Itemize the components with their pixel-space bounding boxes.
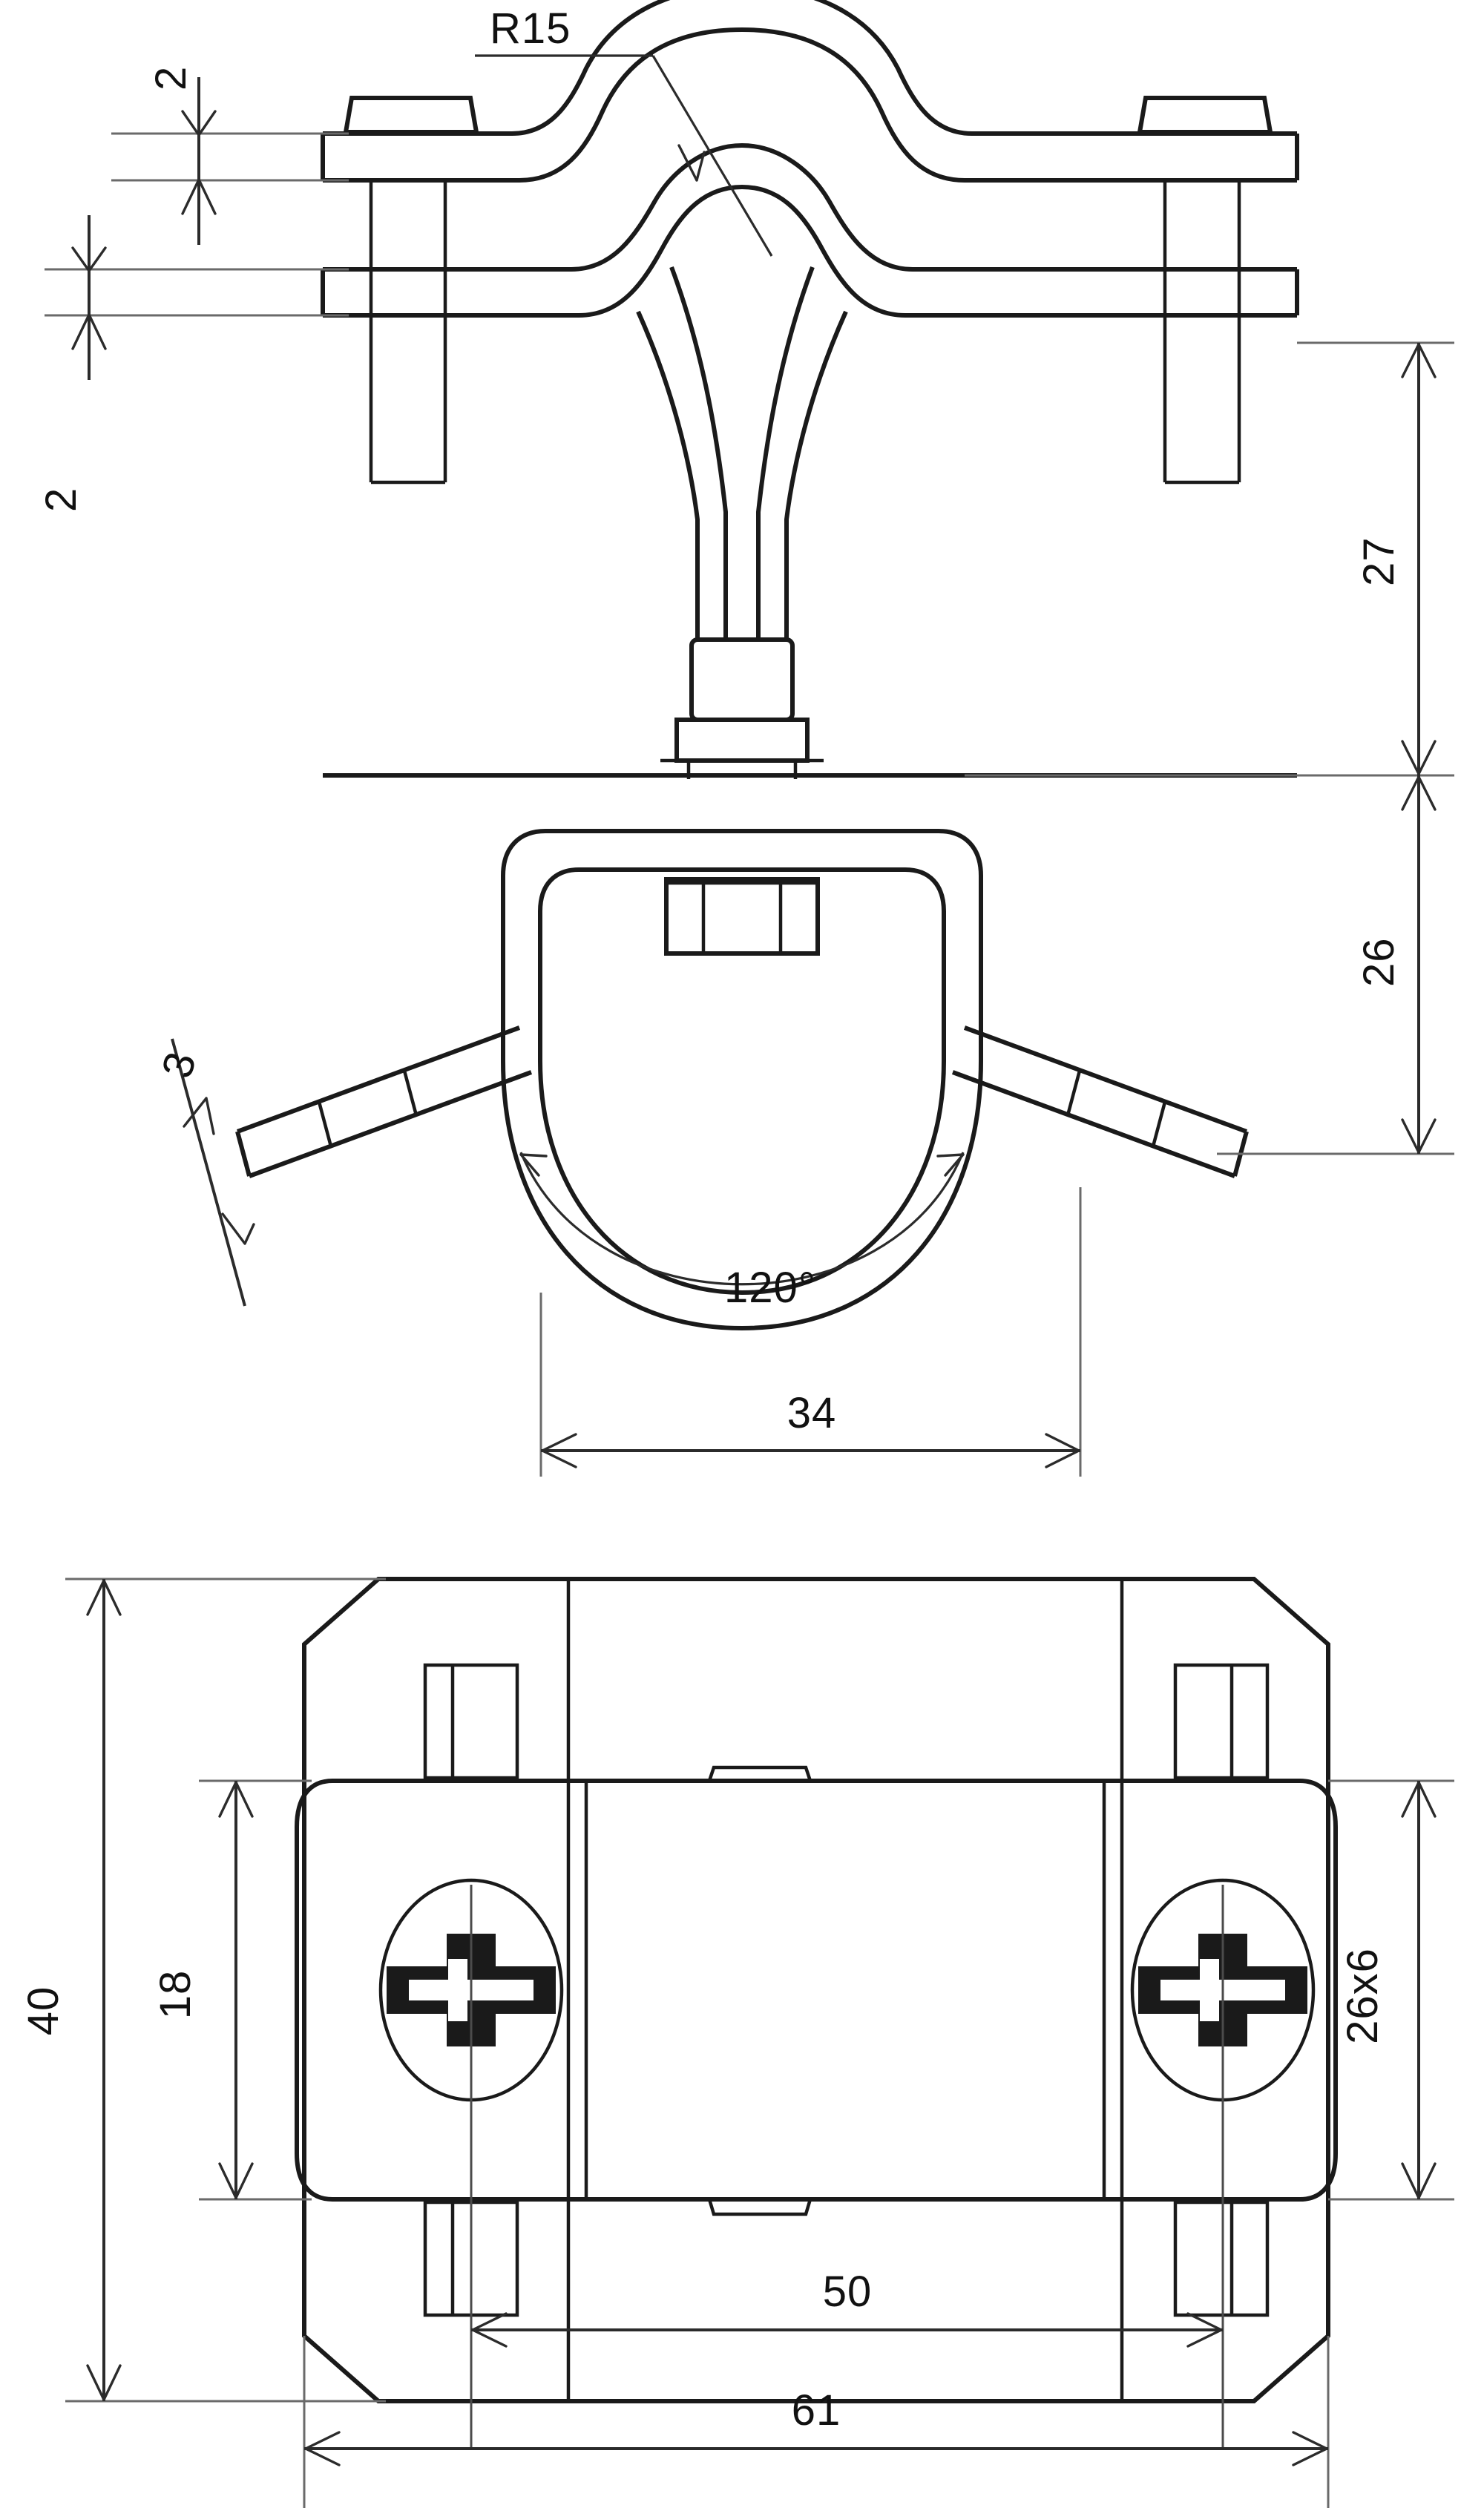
lower-strap-outer bbox=[323, 184, 1161, 318]
plan-slot-right-top bbox=[1173, 1663, 1270, 1780]
hex-nut-center bbox=[664, 877, 820, 956]
arrow-61-left bbox=[304, 2431, 341, 2466]
clamp-body-inner bbox=[538, 867, 946, 1296]
center-bolt-head bbox=[689, 637, 795, 722]
dim-height-lower: 26 bbox=[1355, 937, 1403, 987]
arm-left-tab-end bbox=[235, 1131, 252, 1177]
dim-strip-size: 26x6 bbox=[1339, 1948, 1387, 2044]
arrow-27-top bbox=[1401, 343, 1437, 378]
dim-angle: 120° bbox=[724, 1264, 816, 1312]
arm-left-lower-edge bbox=[248, 1070, 533, 1178]
arrow-34-left bbox=[541, 1433, 577, 1468]
arm-right-upper-edge bbox=[963, 1025, 1248, 1134]
outer-strap-outline bbox=[323, 27, 1161, 183]
arrow-120-left bbox=[519, 1153, 548, 1177]
dim-thickness-lower: 2 bbox=[37, 488, 85, 512]
bolt-head-left-upper bbox=[343, 96, 479, 134]
arrow-27-bot bbox=[1401, 740, 1437, 775]
arrow-3-upper bbox=[183, 1097, 215, 1135]
plan-view bbox=[295, 1577, 1338, 2449]
arrow-34-right bbox=[1045, 1433, 1080, 1468]
dimline-3 bbox=[171, 1038, 246, 1307]
dim-arm-thickness: 3 bbox=[153, 1046, 206, 1083]
plan-strap-band bbox=[295, 1779, 1338, 2202]
arm-right-tab-seam-b bbox=[1066, 1070, 1082, 1116]
inner-strap-outline bbox=[323, 0, 1161, 136]
arm-left-tab-seam-b bbox=[402, 1070, 418, 1116]
r15-leader-diagonal bbox=[651, 55, 773, 257]
leg-inner-right bbox=[756, 266, 815, 749]
arrow-2b-lower bbox=[71, 313, 107, 350]
plan-center-tab-bottom bbox=[707, 2199, 812, 2216]
bolt-head-right-upper bbox=[1137, 96, 1273, 134]
arrow-26x6-bot bbox=[1401, 2162, 1437, 2199]
arm-left-tab-seam-a bbox=[317, 1101, 333, 1147]
arrow-50-left bbox=[471, 2312, 508, 2348]
plan-plate-outline bbox=[302, 1577, 1330, 2403]
arm-left-upper-edge bbox=[236, 1025, 521, 1134]
center-bolt-collar bbox=[674, 718, 810, 763]
arm-right-tab-seam-a bbox=[1151, 1101, 1167, 1147]
arrow-26x6-top bbox=[1401, 1781, 1437, 1818]
arrow-26-top bbox=[1401, 775, 1437, 811]
r15-arrowhead bbox=[677, 144, 706, 182]
dim-plan-inner-height: 18 bbox=[151, 1970, 200, 2020]
arrow-18-top bbox=[218, 1781, 254, 1818]
front-elevation-view bbox=[235, 0, 1299, 1331]
arrow-40-bot bbox=[86, 2364, 122, 2401]
arrow-120-right bbox=[936, 1153, 965, 1177]
plan-view-dimensions: 40 18 26x6 50 61 bbox=[19, 1578, 1454, 2508]
dim-height-upper: 27 bbox=[1355, 536, 1403, 586]
arm-right-lower-edge bbox=[951, 1070, 1236, 1178]
arrow-61-right bbox=[1292, 2431, 1328, 2466]
arrow-2b-upper bbox=[71, 246, 107, 272]
clamp-body-outer bbox=[501, 829, 983, 1331]
arrow-40-top bbox=[86, 1579, 122, 1616]
dim-thickness-upper: 2 bbox=[147, 66, 195, 91]
leg-outer-left bbox=[636, 310, 700, 749]
plan-center-tab-top bbox=[707, 1765, 812, 1782]
dim-r15: R15 bbox=[490, 4, 571, 53]
dim-plan-height: 40 bbox=[19, 1986, 68, 2036]
dim-plan-width: 61 bbox=[792, 2386, 841, 2435]
leg-inner-left bbox=[669, 266, 728, 749]
arrow-18-bot bbox=[218, 2162, 254, 2199]
arrow-26-bot bbox=[1401, 1118, 1437, 1154]
angle-arc bbox=[519, 1152, 965, 1286]
lower-strap-inner bbox=[323, 142, 1161, 272]
arrow-50-right bbox=[1186, 2312, 1223, 2348]
arrow-2a-lower bbox=[181, 178, 217, 215]
leg-outer-right bbox=[784, 310, 848, 749]
dim-hole-spacing: 50 bbox=[823, 2268, 873, 2316]
plan-slot-right-bottom bbox=[1173, 2200, 1270, 2317]
dim-width-body: 34 bbox=[787, 1389, 837, 1437]
plan-slot-left-top bbox=[423, 1663, 519, 1780]
arrow-2a-upper bbox=[181, 110, 217, 137]
upper-view-dimensions: R15 2 2 27 26 3 bbox=[37, 4, 1454, 1477]
arrow-3-lower bbox=[221, 1212, 255, 1245]
